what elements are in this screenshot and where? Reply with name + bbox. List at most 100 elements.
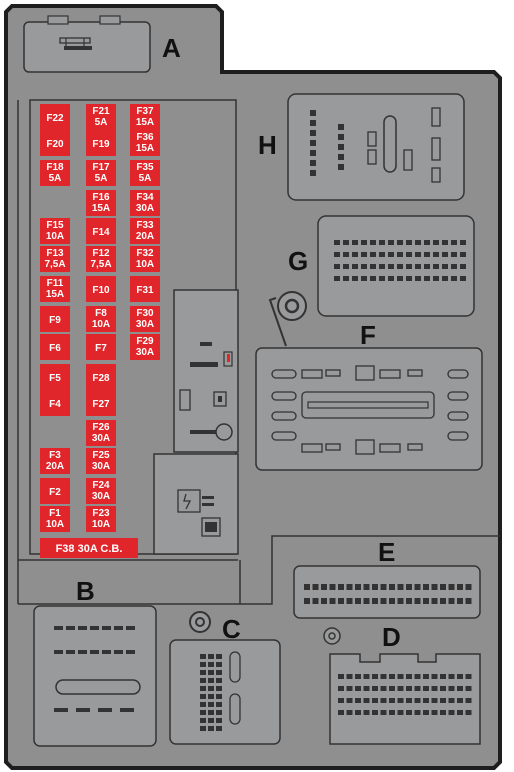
connector-pin [200, 670, 206, 675]
connector-pin [406, 698, 412, 703]
relay-slot-lower [153, 453, 239, 555]
connector-pin [361, 264, 367, 269]
connector-pin [352, 276, 358, 281]
connector-pin [363, 598, 370, 604]
fuse-label: 20A [46, 461, 64, 472]
connector-pin [372, 584, 378, 590]
connector-pin [448, 710, 455, 715]
fuse-label: 7,5A [90, 259, 111, 270]
connector-pin [465, 698, 472, 703]
connector-pin [397, 240, 403, 245]
connector-pin [460, 252, 466, 257]
connector-pin [457, 598, 463, 604]
connector-pin [431, 674, 438, 679]
fuse-label: F9 [49, 315, 61, 326]
connector-pin [448, 698, 455, 703]
label-section-e: E [378, 537, 395, 567]
connector-pin [451, 276, 457, 281]
connector-pin [460, 276, 466, 281]
connector-pin [431, 598, 438, 604]
connector-pin [346, 598, 353, 604]
connector-pin [388, 252, 394, 257]
connector-pin [397, 710, 404, 715]
connector-pin [442, 276, 448, 281]
connector-pin [338, 584, 344, 590]
fuse-label: F30 [136, 308, 154, 319]
connector-pin [440, 584, 446, 590]
connector-pin [423, 674, 429, 679]
fuse-f27: F27 [86, 390, 116, 416]
fuse-label: F31 [136, 285, 154, 296]
connector-pin [216, 694, 222, 699]
connector-pin [379, 252, 385, 257]
connector-pin [423, 584, 429, 590]
fuse-label: 7,5A [44, 259, 65, 270]
connector-pin [334, 276, 340, 281]
connector-pin [216, 654, 222, 659]
fuse-label: 15A [92, 203, 110, 214]
connector-pin [457, 710, 463, 715]
fuse-label: F34 [136, 192, 154, 203]
connector-pin [216, 702, 222, 707]
connector-pin [389, 698, 395, 703]
connector-pin [448, 584, 455, 590]
fuse-label: F33 [136, 220, 154, 231]
connector-pin [329, 584, 336, 590]
connector-pin [355, 698, 361, 703]
connector-pin [352, 264, 358, 269]
connector-pin [380, 686, 387, 691]
connector-pin [208, 662, 214, 667]
connector-pin [372, 710, 378, 715]
fuse-label: 30A [92, 433, 110, 444]
connector-pin [363, 674, 370, 679]
fuse-label: F29 [136, 336, 154, 347]
connector-pin [448, 686, 455, 691]
connector-pin [406, 240, 412, 245]
fuse-label: F11 [47, 278, 64, 289]
connector-pin [352, 252, 358, 257]
connector-pin [372, 598, 378, 604]
fuse-f14: F14 [86, 218, 116, 244]
mounting-bolt-f [277, 291, 307, 321]
connector-pin [370, 264, 376, 269]
connector-pin [54, 650, 63, 654]
connector-pin [415, 276, 421, 281]
connector-pin [363, 584, 370, 590]
label-section-a: A [162, 33, 181, 63]
connector-pin [355, 686, 361, 691]
connector-pin [460, 264, 466, 269]
connector-pin [414, 598, 421, 604]
connector-pin [460, 240, 466, 245]
connector-pin [389, 584, 395, 590]
fuse-label: 30A [136, 347, 154, 358]
connector-pin [321, 598, 327, 604]
connector-pin [102, 650, 111, 654]
connector-pin [465, 674, 472, 679]
connector-pin [200, 718, 206, 723]
connector-pin [102, 626, 111, 630]
connector-pin [363, 710, 370, 715]
connector-pin [389, 710, 395, 715]
connector-pin [208, 710, 214, 715]
connector-pin [200, 726, 206, 731]
connector-pin [415, 252, 421, 257]
connector-pin [457, 698, 463, 703]
fuse-label: 5A [49, 173, 62, 184]
fuse-label: F12 [92, 248, 110, 259]
circuit-breaker-label: F38 30A C.B. [56, 543, 123, 555]
connector-pin [406, 584, 412, 590]
connector-pin [397, 698, 404, 703]
connector-pin [363, 698, 370, 703]
connector-pin [457, 674, 463, 679]
connector-pin [440, 674, 446, 679]
connector-pin [372, 674, 378, 679]
connector-pin [397, 584, 404, 590]
fuse-label: 5A [95, 173, 108, 184]
connector-pin [379, 240, 385, 245]
fuse-f9: F9 [40, 306, 70, 332]
fuse-label: F22 [46, 113, 64, 124]
connector-pin [312, 584, 319, 590]
